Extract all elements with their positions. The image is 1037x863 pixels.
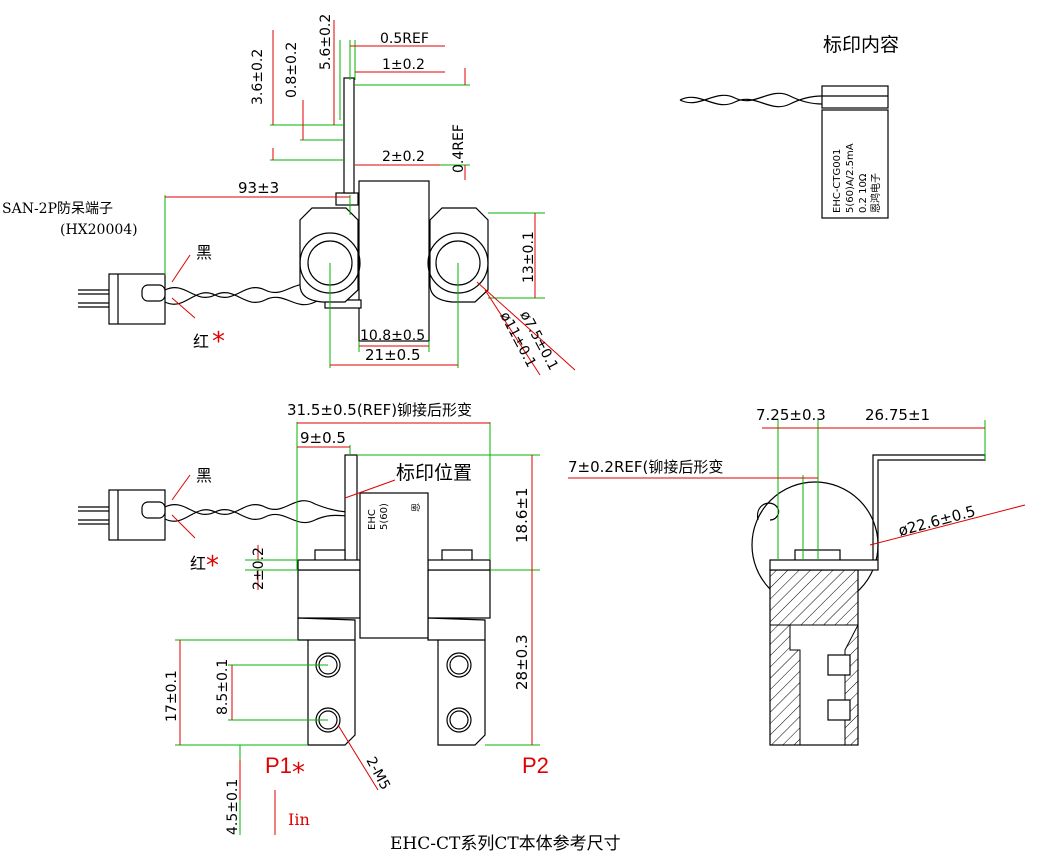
front-wire-black: 黑 [196,466,212,485]
dim-7-25: 7.25±0.3 [756,406,826,424]
top-view: 3.6±0.2 0.8±0.2 5.6±0.2 0.5REF 1±0.2 0.4… [2,14,576,376]
label-panel: 标印内容 EHC-CTG001 5(60)A/2.5mA 0.2 10Ω 恩鸿电… [679,34,899,219]
dim-10-8: 10.8±0.5 [360,328,425,344]
label-line-1: EHC-CTG001 [832,149,843,213]
dim-5-6: 5.6±0.2 [318,14,334,70]
dim-0-5-ref: 0.5REF [380,31,429,47]
front-label-560: 5(60) [379,503,390,530]
dim-17: 17±0.1 [164,670,180,722]
front-view: EHC 5(60) 恩 [78,401,549,835]
dim-3-6: 3.6±0.2 [250,49,266,105]
red-star-top: * [212,327,225,357]
dim-2-m5: 2-M5 [362,754,393,792]
ct-body-top [299,77,489,342]
dim-7-ref: 7±0.2REF(铆接后形变 [568,458,723,476]
dim-4-5: 4.5±0.1 [225,779,241,835]
dim-13: 13±0.1 [521,231,537,283]
front-label-ehc: EHC [367,509,378,530]
dim-8-5: 8.5±0.1 [215,659,231,715]
ct-body-front [297,454,491,746]
dim-93: 93±3 [238,179,279,197]
connector-name: SAN-2P防呆端子 [2,201,113,217]
side-view: 7.25±0.3 26.75±1 7±0.2REF(铆接后形变 ø22.6±0.… [568,406,1026,746]
dim-2: 2±0.2 [382,149,425,165]
drawing-title: EHC-CT系列CT本体参考尺寸 [390,834,621,854]
connector-model: (HX20004) [60,222,138,238]
dim-0-4-ref: 0.4REF [451,124,467,173]
dim-28: 28±0.3 [513,634,531,690]
dim-22-6: ø22.6±0.5 [896,502,977,540]
twisted-wire-front [164,500,351,524]
connector-front [78,489,166,541]
dim-21: 21±0.5 [365,346,421,364]
dim-2-front: 2±0.2 [251,547,267,590]
dim-0-8: 0.8±0.2 [284,42,300,98]
dim-26-75: 26.75±1 [865,406,930,424]
connector-top [78,273,166,325]
wire-black-label: 黑 [196,243,212,262]
top-dim-arrows [165,20,576,376]
front-label-side: 恩 [411,503,422,512]
wire-red-label: 红 [193,332,209,351]
label-line-3: 0.2 10Ω [858,173,869,213]
dim-18-6: 18.6±1 [513,487,531,543]
label-heading: 标印内容 [823,34,899,56]
dim-9: 9±0.5 [300,429,346,447]
p1-star: * [292,758,305,788]
dim-31-5: 31.5±0.5(REF)铆接后形变 [287,401,472,419]
front-wire-red: 红 [190,554,206,573]
dim-1: 1±0.2 [382,57,425,73]
iin-label: Iin [288,810,310,829]
front-dim-arrows [171,422,533,835]
front-red-star: * [206,551,219,581]
label-text-block: EHC-CTG001 5(60)A/2.5mA 0.2 10Ω 恩鸿电子 [832,143,882,213]
front-label-text: EHC 5(60) 恩 [367,503,422,530]
p2-label: P2 [522,753,549,778]
p1-label: P1 [265,753,292,778]
label-line-4: 恩鸿电子 [869,173,882,213]
label-line-2: 5(60)A/2.5mA [845,143,856,213]
mark-position: 标印位置 [396,462,472,484]
